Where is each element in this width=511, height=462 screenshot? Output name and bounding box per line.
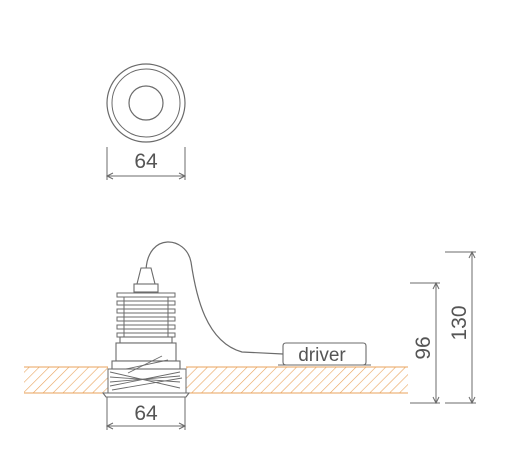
depth-dimension-label: 96 — [412, 336, 435, 359]
trim-ring — [101, 392, 191, 398]
top-view-outer-ring — [106, 63, 186, 143]
driver-label: driver — [298, 345, 346, 366]
heatsink — [116, 292, 176, 338]
height-dimension-label: 130 — [448, 305, 471, 340]
top-view: 64 — [105, 63, 187, 180]
driver-box: driver — [278, 342, 371, 366]
side-width-dimension-label: 64 — [134, 402, 158, 425]
top-view-lens — [128, 85, 164, 121]
top-view-middle-ring — [111, 68, 181, 138]
cable-gland — [133, 267, 159, 293]
ceiling-section-right — [186, 367, 408, 393]
top-width-dimension-label: 64 — [134, 150, 158, 173]
ceiling-section-left — [24, 367, 108, 393]
power-cable — [145, 241, 284, 355]
side-view: driver 64 96 130 — [24, 241, 476, 430]
